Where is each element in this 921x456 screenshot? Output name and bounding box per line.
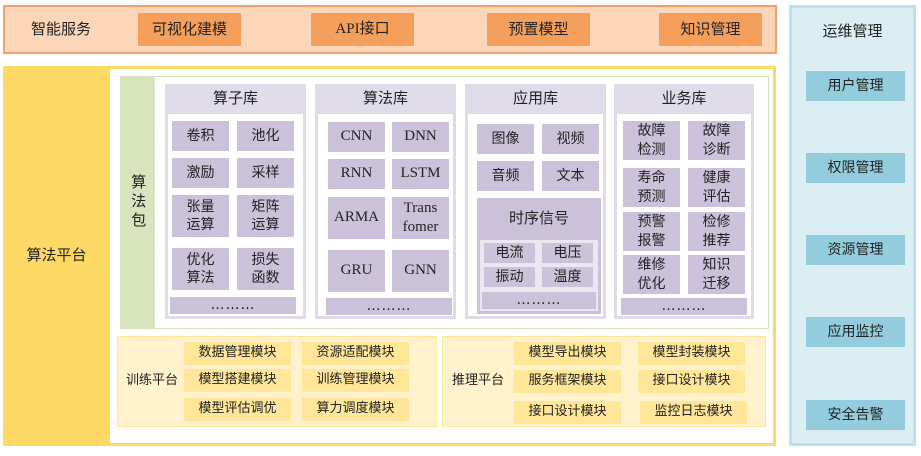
business-item[interactable]: 预警 报警 [623,212,680,251]
training-module[interactable]: 模型评估调优 [184,398,291,421]
business-item[interactable]: 健康 评估 [688,168,745,207]
application-library-title: 应用库 [512,89,558,108]
operator-item[interactable]: 池化 [237,121,294,151]
application-item[interactable]: 图像 [477,124,534,154]
inference-module[interactable]: 监控日志模块 [640,401,747,424]
permission-management-button[interactable]: 权限管理 [806,153,905,183]
algorithm-item[interactable]: DNN [392,122,449,152]
inference-module[interactable]: 接口设计模块 [514,401,621,424]
algorithm-item[interactable]: ARMA [328,197,385,239]
knowledge-management-button[interactable]: 知识管理 [659,13,762,46]
business-item[interactable]: 检修 推荐 [688,212,745,251]
more-timeseries[interactable]: ……… [482,292,596,309]
algorithm-package-label: 算法包 [120,76,155,329]
preset-models-button[interactable]: 预置模型 [487,13,590,46]
algorithm-item[interactable]: GNN [392,250,449,292]
training-module[interactable]: 模型搭建模块 [184,369,291,392]
inference-module[interactable]: 模型导出模块 [514,342,621,365]
algorithm-item[interactable]: RNN [328,159,385,189]
timeseries-title: 时序信号 [508,209,569,228]
user-management-button[interactable]: 用户管理 [806,71,905,101]
inference-platform-label: 推理平台 [451,373,504,389]
algorithm-item[interactable]: Trans fomer [392,197,449,239]
api-button[interactable]: API接口 [311,13,414,46]
more-algorithms[interactable]: ……… [326,298,452,315]
algorithm-platform-label: 算法平台 [3,66,110,446]
app-monitoring-button[interactable]: 应用监控 [806,317,905,347]
operator-item[interactable]: 矩阵 运算 [237,195,294,237]
more-operators[interactable]: ……… [170,297,296,314]
visual-modeling-button[interactable]: 可视化建模 [138,13,241,46]
inference-module[interactable]: 服务框架模块 [514,370,621,393]
operator-item[interactable]: 采样 [237,158,294,188]
operator-item[interactable]: 激励 [172,158,229,188]
training-module[interactable]: 资源适配模块 [302,342,409,365]
algorithm-item[interactable]: CNN [328,122,385,152]
more-business[interactable]: ……… [621,298,747,315]
application-item[interactable]: 视频 [542,124,599,154]
inference-module[interactable]: 接口设计模块 [638,370,745,393]
timeseries-item[interactable]: 温度 [542,267,593,287]
operator-item[interactable]: 优化 算法 [172,248,229,290]
training-module[interactable]: 训练管理模块 [302,369,409,392]
business-item[interactable]: 故障 检测 [623,121,680,160]
operator-item[interactable]: 损失 函数 [237,248,294,290]
security-alert-button[interactable]: 安全告警 [806,400,905,430]
timeseries-item[interactable]: 电流 [484,243,535,263]
operator-item[interactable]: 张量 运算 [172,195,229,237]
operator-library-title: 算子库 [212,89,258,108]
ops-title: 运维管理 [822,22,883,41]
business-item[interactable]: 寿命 预测 [623,168,680,207]
algorithm-item[interactable]: LSTM [392,159,449,189]
timeseries-item[interactable]: 振动 [484,267,535,287]
application-item[interactable]: 音频 [477,161,534,191]
application-item[interactable]: 文本 [542,161,599,191]
business-item[interactable]: 故障 诊断 [688,121,745,160]
business-item[interactable]: 维修 优化 [623,255,680,294]
algorithm-library-title: 算法库 [362,89,408,108]
intelligent-services-label: 智能服务 [30,19,91,38]
timeseries-item[interactable]: 电压 [542,243,593,263]
training-module[interactable]: 数据管理模块 [184,342,291,365]
training-platform-label: 训练平台 [125,373,178,389]
business-library-title: 业务库 [661,89,707,108]
training-module[interactable]: 算力调度模块 [302,398,409,421]
resource-management-button[interactable]: 资源管理 [806,235,905,265]
operator-item[interactable]: 卷积 [172,121,229,151]
business-item[interactable]: 知识 迁移 [688,255,745,294]
inference-module[interactable]: 模型封装模块 [638,342,745,365]
algorithm-item[interactable]: GRU [328,250,385,292]
